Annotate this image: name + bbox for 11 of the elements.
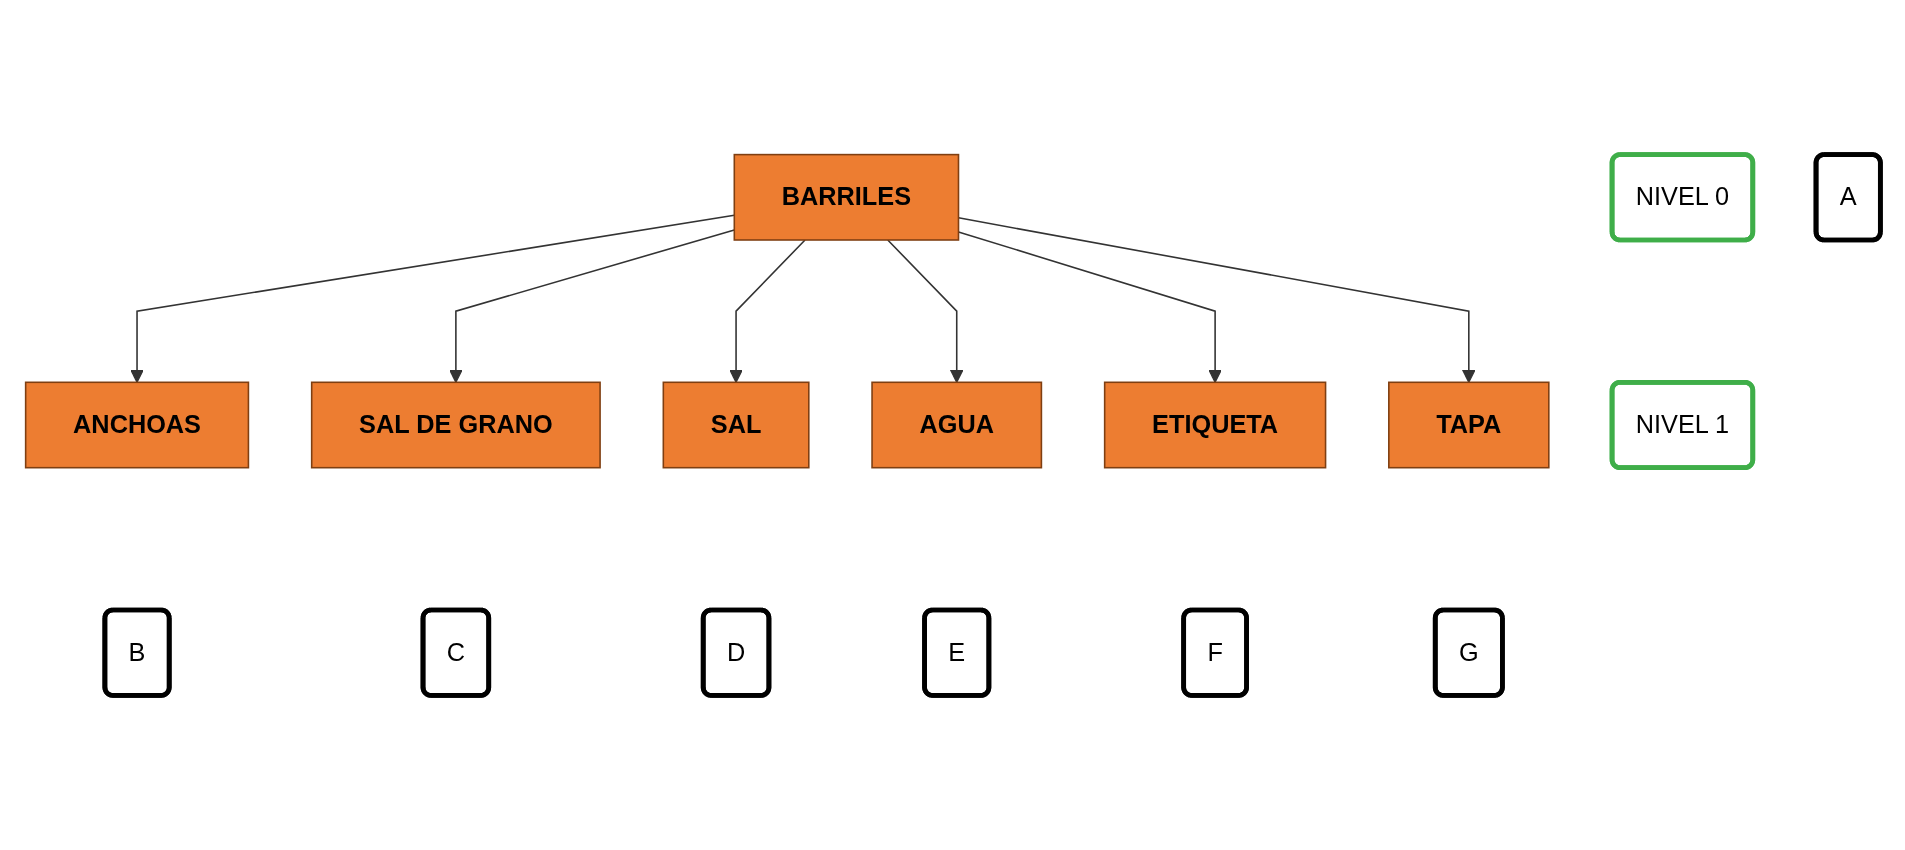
arrow — [886, 239, 964, 383]
node-box: BARRILES — [733, 153, 959, 241]
node-box: TAPA — [1387, 381, 1550, 469]
node-box: AGUA — [870, 381, 1042, 469]
arrow — [957, 231, 1222, 383]
arrow — [957, 217, 1476, 383]
arrow — [728, 239, 806, 383]
node-box: ETIQUETA — [1103, 381, 1326, 469]
node-box: SAL — [662, 381, 810, 469]
node-box: SAL DE GRANO — [310, 381, 601, 469]
node-box: ANCHOAS — [24, 381, 249, 469]
